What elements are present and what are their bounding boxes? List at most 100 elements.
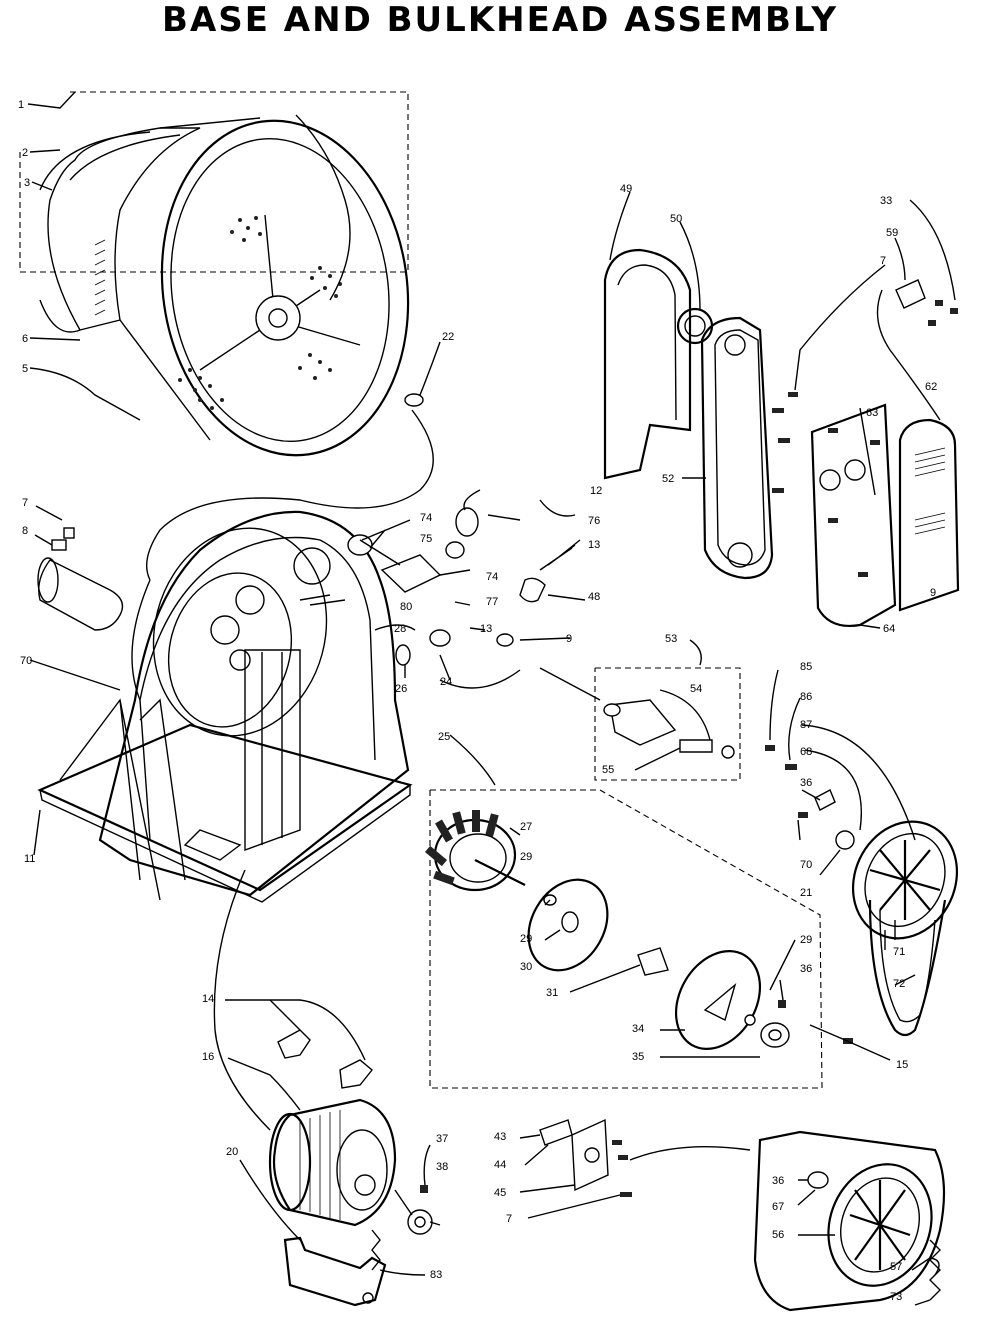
callout-13a: 13 [588, 539, 600, 551]
drum-belt-assembly [753, 1130, 946, 1312]
callout-38: 38 [436, 1161, 448, 1173]
drum-group-box [19, 91, 409, 273]
callout-36a: 36 [800, 963, 812, 975]
callout-16: 16 [202, 1051, 214, 1063]
callout-2: 2 [22, 147, 28, 159]
callout-44: 44 [494, 1159, 506, 1171]
blower-assembly [425, 734, 823, 1089]
drive-pulley-assembly [765, 669, 959, 1061]
callout-87: 87 [800, 719, 812, 731]
callout-7c: 7 [506, 1213, 512, 1225]
callout-36c: 36 [772, 1175, 784, 1187]
callout-labels: 1 2 3 6 5 22 49 50 33 59 7 62 63 52 64 9… [18, 99, 937, 1303]
callout-25: 25 [438, 731, 450, 743]
callout-35: 35 [632, 1051, 644, 1063]
callout-75: 75 [420, 533, 432, 545]
part-58-belt [753, 1130, 946, 1312]
callout-6: 6 [22, 333, 28, 345]
callout-31: 31 [546, 987, 558, 999]
callout-3: 3 [24, 177, 30, 189]
callout-68: 68 [800, 746, 812, 758]
callout-36b: 36 [800, 777, 812, 789]
callout-48: 48 [588, 591, 600, 603]
bulkhead-frame [98, 510, 410, 897]
bulkhead-assembly [29, 505, 413, 903]
callout-72: 72 [893, 978, 905, 990]
callout-24: 24 [440, 676, 452, 688]
callout-77: 77 [486, 596, 498, 608]
callout-54: 54 [690, 683, 702, 695]
callout-73: 73 [890, 1291, 902, 1303]
idler-assembly [539, 639, 741, 781]
callout-67: 67 [772, 1201, 784, 1213]
callout-50: 50 [670, 213, 682, 225]
diagram-title: BASE AND BULKHEAD ASSEMBLY [162, 0, 838, 40]
callout-64: 64 [883, 623, 895, 635]
callout-80: 80 [400, 601, 412, 613]
callout-28: 28 [394, 623, 406, 635]
callout-15: 15 [896, 1059, 908, 1071]
callout-30: 30 [520, 961, 532, 973]
drum [160, 119, 410, 457]
callout-85: 85 [800, 661, 812, 673]
callout-9b: 9 [566, 633, 572, 645]
part-16-motor [272, 1098, 397, 1227]
callout-70b: 70 [800, 859, 812, 871]
callout-7b: 7 [22, 497, 28, 509]
callout-29c: 29 [800, 934, 812, 946]
callout-76: 76 [588, 515, 600, 527]
callout-86: 86 [800, 691, 812, 703]
callout-1: 1 [18, 99, 24, 111]
callout-11: 11 [24, 853, 35, 865]
callout-57: 57 [890, 1261, 902, 1273]
callout-43: 43 [494, 1131, 506, 1143]
part-49-duct [603, 248, 692, 480]
callout-70: 70 [20, 655, 32, 667]
callout-55: 55 [602, 764, 614, 776]
callout-49: 49 [620, 183, 632, 195]
part-64-panel [810, 403, 897, 627]
part-52-channel [700, 316, 774, 580]
callout-56: 56 [772, 1229, 784, 1241]
callout-21: 21 [800, 887, 812, 899]
callout-26: 26 [395, 683, 407, 695]
duct-parts [603, 191, 960, 629]
callout-14: 14 [202, 993, 214, 1005]
part-8-capacitor [37, 527, 124, 631]
callout-20: 20 [226, 1146, 238, 1158]
callout-37: 37 [436, 1133, 448, 1145]
callout-12: 12 [590, 485, 602, 497]
callout-7a: 7 [880, 255, 886, 267]
motor-mount [283, 1236, 387, 1307]
callout-74a: 74 [420, 512, 432, 524]
callout-34: 34 [632, 1023, 644, 1035]
callout-29b: 29 [520, 933, 532, 945]
callout-53: 53 [665, 633, 677, 645]
callout-83: 83 [430, 1269, 442, 1281]
part-22-washer [146, 341, 441, 581]
motor-assembly [131, 579, 441, 1307]
drum-assembly [19, 91, 410, 457]
part-30-plate [527, 878, 609, 972]
thermostat-cluster [299, 489, 586, 689]
part-71-pulley [851, 820, 959, 940]
callout-52: 52 [662, 473, 674, 485]
callout-45: 45 [494, 1187, 506, 1199]
callout-22: 22 [442, 331, 454, 343]
part-62-cover [898, 418, 960, 612]
callout-74b: 74 [486, 571, 498, 583]
callout-59: 59 [886, 227, 898, 239]
switch-bracket [519, 1118, 751, 1219]
callout-13b: 13 [480, 623, 492, 635]
callout-9a: 9 [930, 587, 936, 599]
callout-63: 63 [866, 407, 878, 419]
callout-71: 71 [893, 946, 905, 958]
callout-62: 62 [925, 381, 937, 393]
callout-29a: 29 [520, 851, 532, 863]
callout-33a: 33 [880, 195, 892, 207]
part-27-impeller [425, 810, 526, 892]
callout-8: 8 [22, 525, 28, 537]
callout-5: 5 [22, 363, 28, 375]
callout-27: 27 [520, 821, 532, 833]
